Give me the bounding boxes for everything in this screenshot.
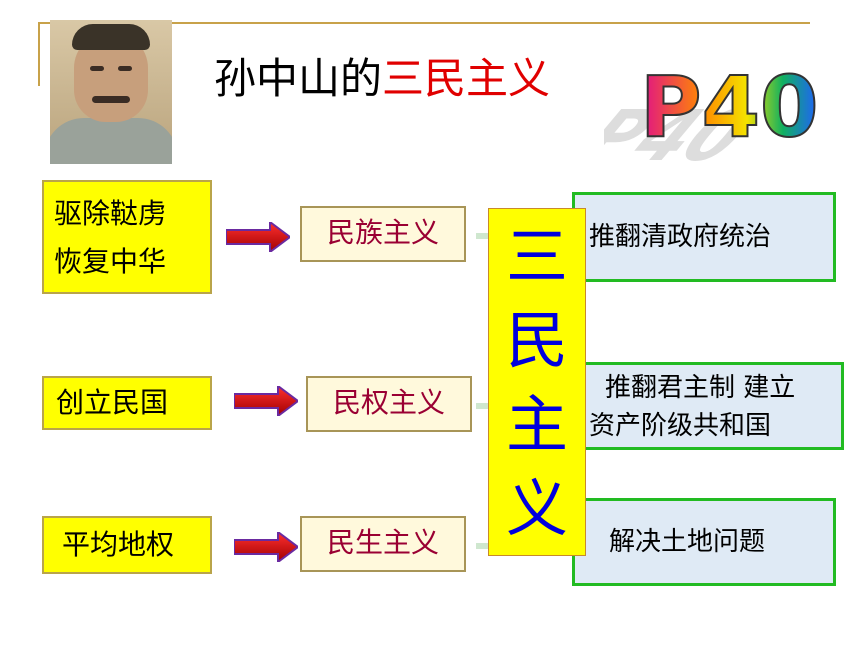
center-char-2: 民 bbox=[505, 304, 568, 377]
center-char-4: 义 bbox=[505, 472, 568, 545]
portrait-photo bbox=[50, 20, 172, 164]
side-rule-line bbox=[38, 22, 40, 86]
mid-box-minquan: 民权主义 bbox=[306, 376, 472, 432]
right-box-3-text: 解决土地问题 bbox=[609, 527, 766, 557]
arrow-right-icon bbox=[234, 532, 298, 562]
left-box-3: 平均地权 bbox=[42, 516, 212, 574]
title-highlight: 三民主义 bbox=[382, 54, 551, 103]
right-box-3: 解决土地问题 bbox=[572, 498, 836, 586]
mid-box-minquan-label: 民权主义 bbox=[332, 386, 445, 419]
left-box-2: 创立民国 bbox=[42, 376, 212, 430]
connector-2 bbox=[476, 403, 490, 409]
left-box-1-line-1: 驱除鞑虏 bbox=[54, 197, 167, 230]
right-box-1: 推翻清政府统治 bbox=[572, 192, 836, 282]
page-title: 孙中山的三民主义 bbox=[214, 58, 550, 100]
mid-box-minzu: 民族主义 bbox=[300, 206, 466, 262]
right-box-2: 推翻君主制 建立 资产阶级共和国 bbox=[578, 362, 844, 450]
right-box-1-text: 推翻清政府统治 bbox=[589, 222, 772, 252]
left-box-2-line-1: 创立民国 bbox=[56, 386, 169, 419]
p40-badge: P40 P40 bbox=[604, 57, 819, 168]
right-box-2-line-2: 资产阶级共和国 bbox=[589, 411, 772, 441]
left-box-1-line-2: 恢复中华 bbox=[54, 245, 167, 278]
connector-1 bbox=[476, 233, 490, 239]
right-box-2-line-1: 推翻君主制 建立 bbox=[605, 373, 796, 403]
center-sanminzhuyi-box: 三 民 主 义 bbox=[488, 208, 586, 556]
left-box-1: 驱除鞑虏 恢复中华 bbox=[42, 180, 212, 294]
center-char-3: 主 bbox=[505, 388, 568, 461]
mid-box-minsheng: 民生主义 bbox=[300, 516, 466, 572]
p40-text: P40 bbox=[640, 58, 818, 156]
left-box-3-line-1: 平均地权 bbox=[62, 528, 175, 561]
top-rule-line bbox=[40, 22, 810, 24]
arrow-right-icon bbox=[234, 386, 298, 416]
mid-box-minzu-label: 民族主义 bbox=[326, 216, 439, 249]
center-char-1: 三 bbox=[505, 220, 568, 293]
connector-3 bbox=[476, 543, 490, 549]
arrow-right-icon bbox=[226, 222, 290, 252]
mid-box-minsheng-label: 民生主义 bbox=[326, 526, 439, 559]
title-prefix: 孙中山的 bbox=[214, 54, 383, 103]
